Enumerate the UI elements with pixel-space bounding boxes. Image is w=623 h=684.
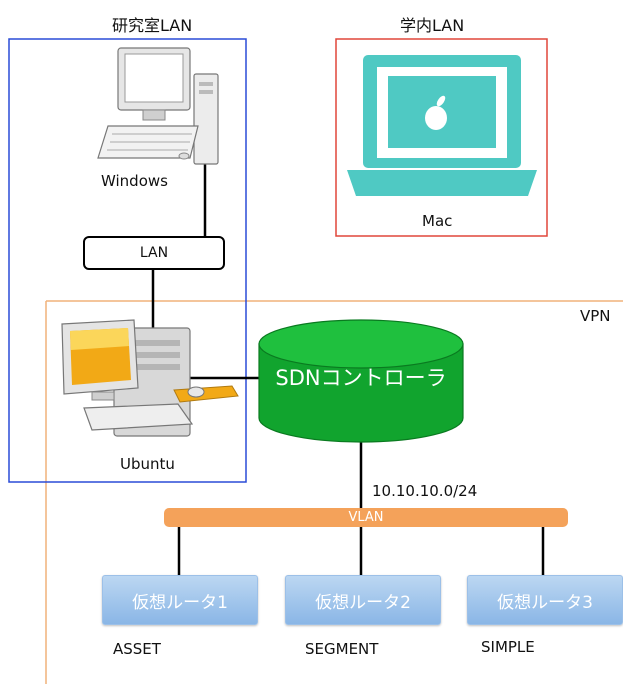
router-1-app-label: ASSET xyxy=(113,640,161,658)
mac-label: Mac xyxy=(422,212,453,230)
lan-switch-box: LAN xyxy=(83,236,225,270)
campus-lan-boundary xyxy=(335,38,548,237)
windows-label: Windows xyxy=(101,172,168,190)
windows-pc-icon xyxy=(97,47,219,165)
vlan-bar xyxy=(164,508,568,527)
virtual-router-1: 仮想ルータ1 xyxy=(102,575,258,625)
vlan-label: VLAN xyxy=(348,510,384,525)
lab-lan-title: 研究室LAN xyxy=(112,16,193,35)
virtual-router-2: 仮想ルータ2 xyxy=(285,575,441,625)
ubuntu-label: Ubuntu xyxy=(120,455,175,473)
lab-lan-boundary xyxy=(8,38,247,483)
campus-lan-title: 学内LAN xyxy=(400,16,465,35)
subnet-label: 10.10.10.0/24 xyxy=(372,482,478,500)
vpn-title: VPN xyxy=(580,307,611,325)
apple-logo-icon xyxy=(425,95,447,130)
links xyxy=(151,163,545,575)
vpn-boundary xyxy=(45,300,623,684)
sdn-controller-icon xyxy=(258,319,464,443)
mac-icon xyxy=(347,55,537,196)
router-3-app-label: SIMPLE xyxy=(481,638,535,656)
router-2-app-label: SEGMENT xyxy=(305,640,379,658)
ubuntu-pc-icon xyxy=(61,319,239,437)
virtual-router-3: 仮想ルータ3 xyxy=(467,575,623,625)
sdn-controller-label: SDNコントローラ xyxy=(275,366,447,390)
